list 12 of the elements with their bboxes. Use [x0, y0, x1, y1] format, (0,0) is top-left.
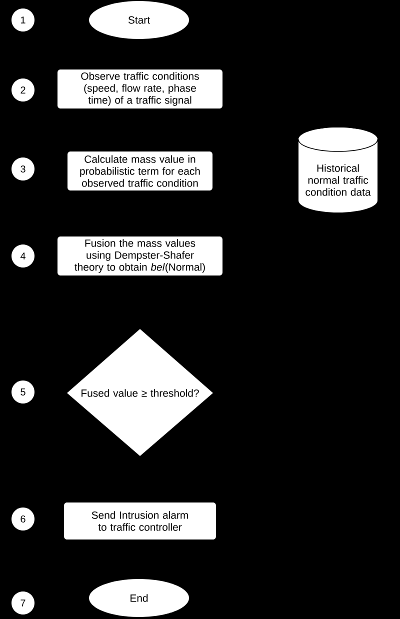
database-cylinder: Historical normal traffic condition data	[298, 128, 378, 212]
step-number: 7	[12, 592, 34, 614]
step-number: 1	[12, 8, 34, 32]
step-number: 5	[12, 380, 34, 404]
process-box: Send Intrusion alarm to traffic controller	[64, 502, 216, 540]
step-number: 3	[12, 158, 34, 180]
process-box: Calculate mass value in probabilistic term for each observed traffic condition	[68, 152, 212, 190]
step-number: 4	[12, 244, 34, 268]
step-number: 6	[12, 508, 34, 530]
step-number: 2	[12, 78, 34, 102]
process-box: Fusion the mass values using Dempster-Shafer theory to obtain bel(Normal)	[58, 236, 222, 276]
process-box: Observe traffic conditions (speed, flow rate, phase time) of a traffic signal	[58, 70, 222, 108]
